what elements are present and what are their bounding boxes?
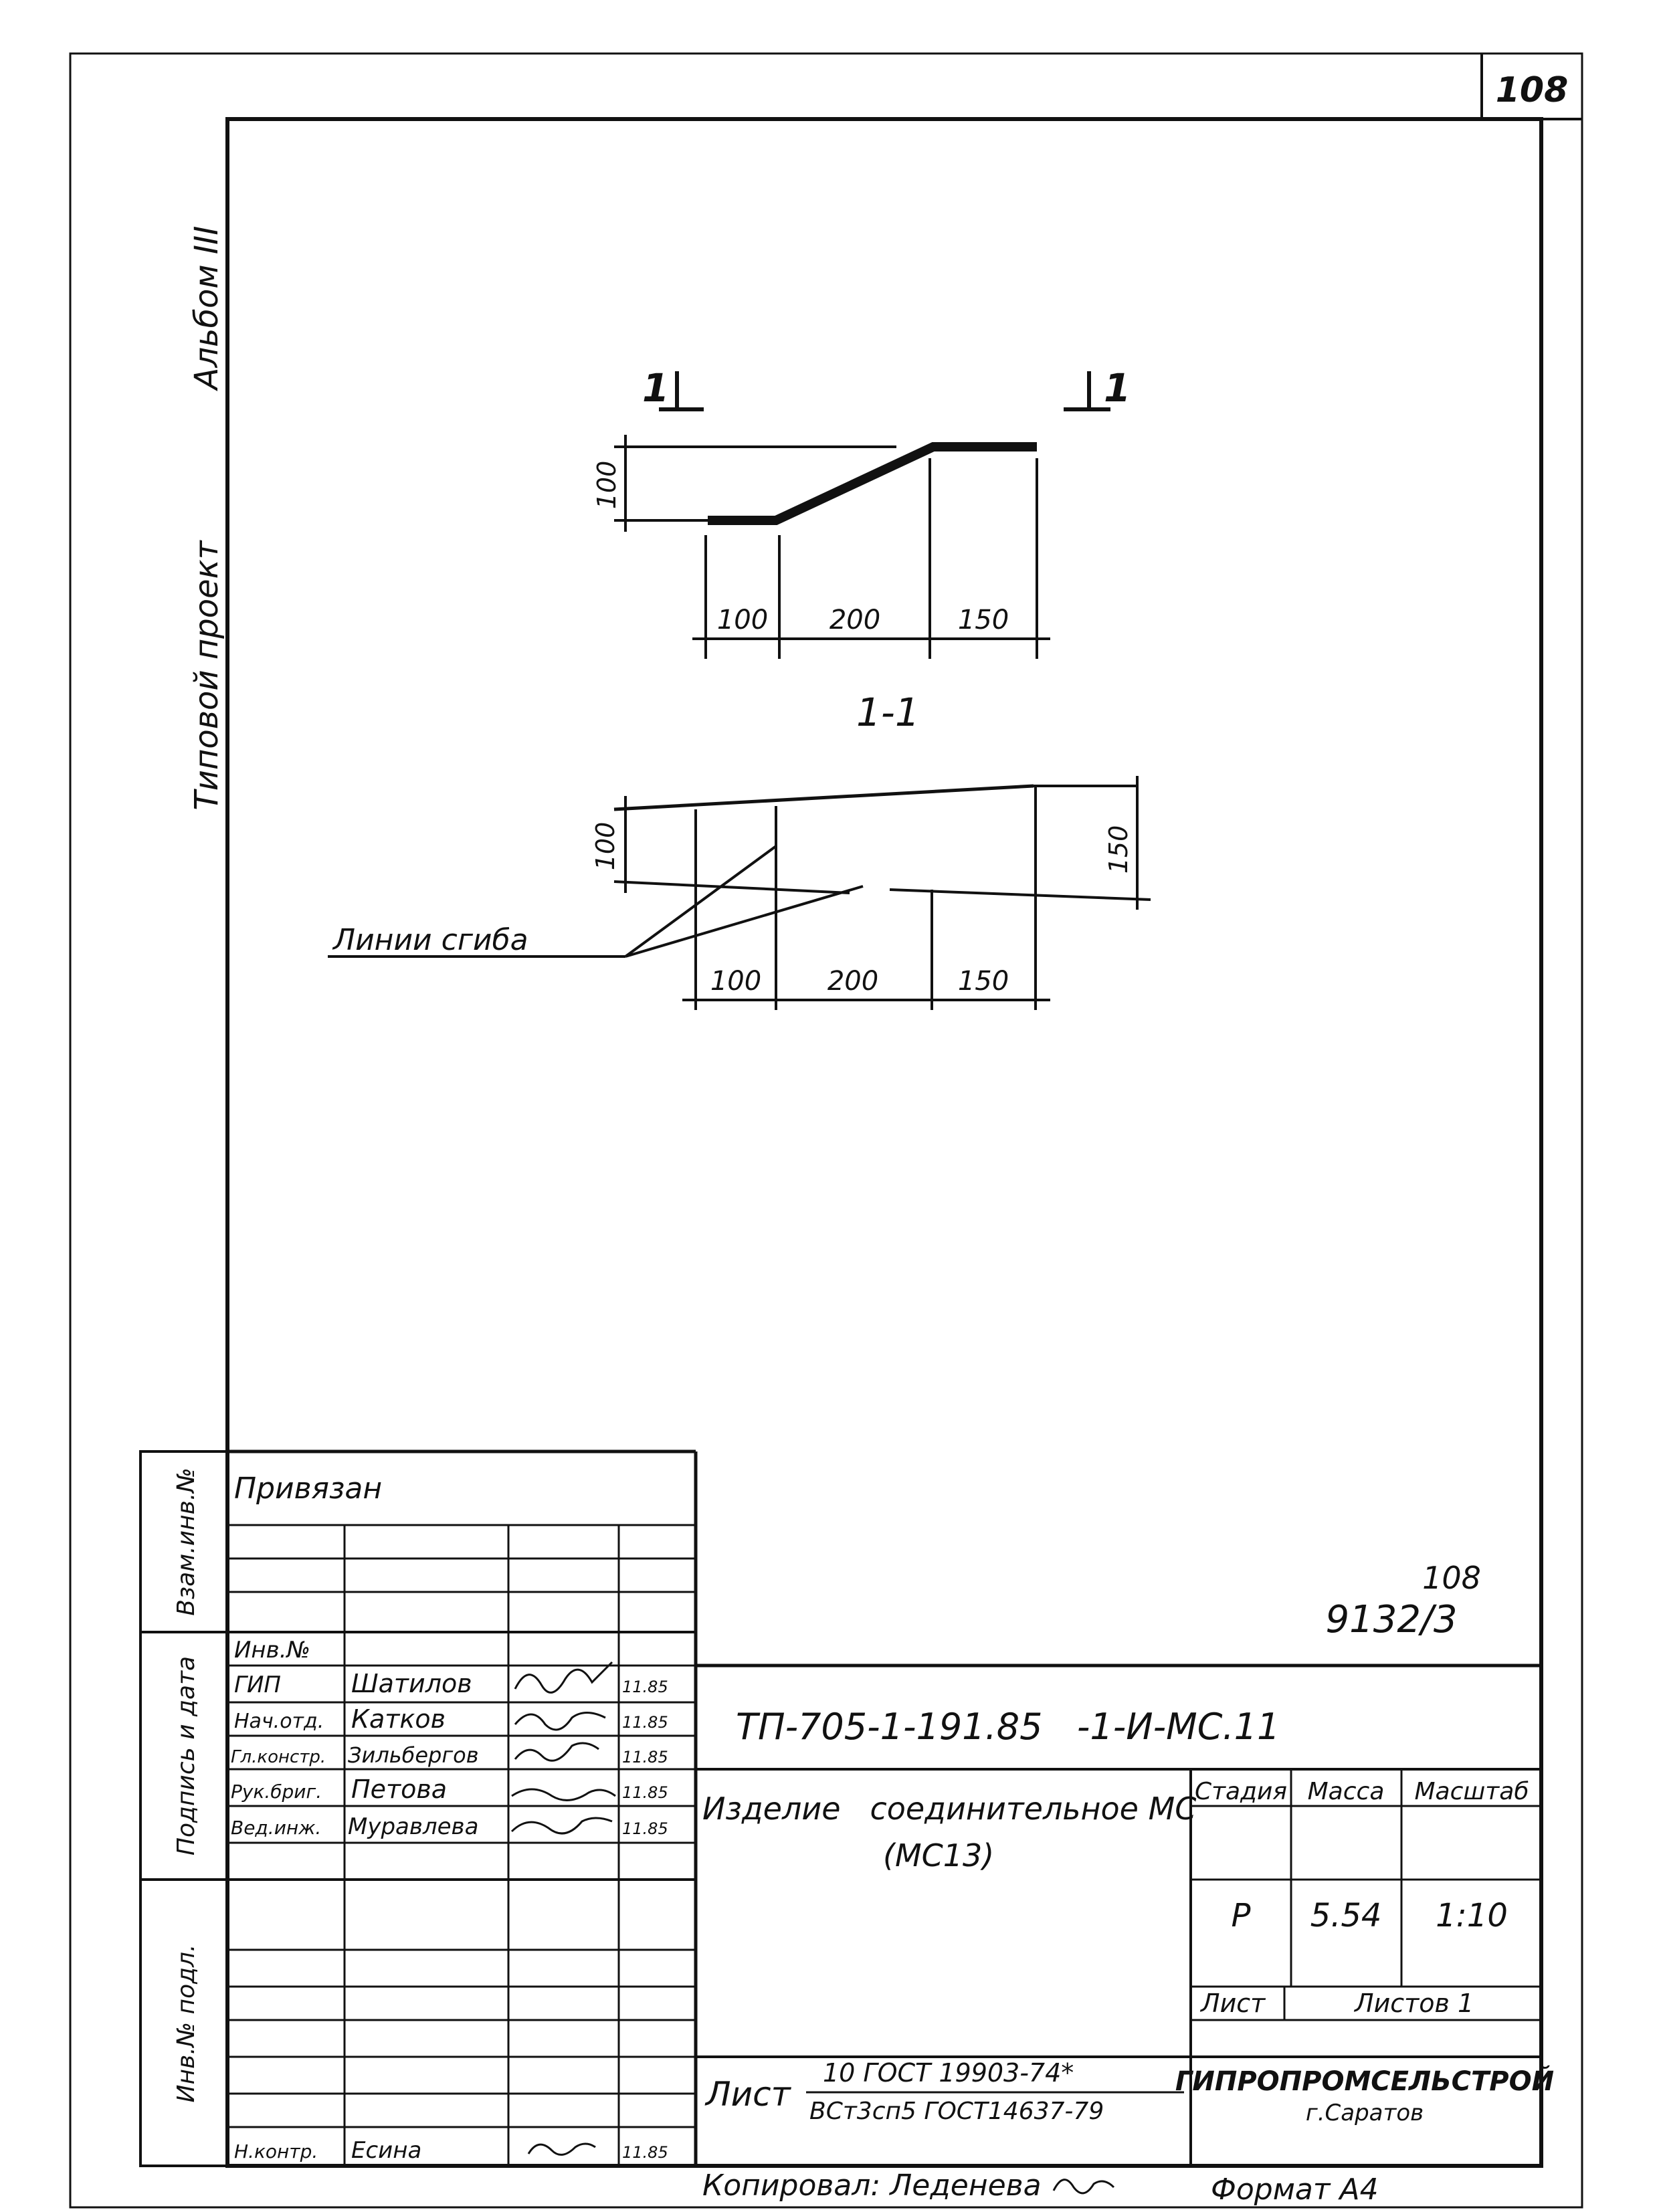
format-label: Формат А4 xyxy=(1211,2173,1379,2207)
section-view xyxy=(328,776,1151,1010)
nkontr-role: Н.контр. xyxy=(234,2140,318,2163)
date-3: 11.85 xyxy=(622,1783,668,1802)
signatures xyxy=(510,1661,616,2156)
name-0: Шатилов xyxy=(351,1669,472,1698)
drawing-code: ТП-705-1-191.85 -1-И-МС.11 xyxy=(736,1706,1280,1748)
name-2: Зильбергов xyxy=(348,1742,479,1768)
sheet-frame xyxy=(69,52,1583,2209)
organization: ГИПРОПРОМСЕЛЬСТРОЙ xyxy=(1175,2065,1554,2097)
side-label-inv: Инв.№ подл. xyxy=(173,1944,200,2103)
section-left-dim: 100 xyxy=(591,822,620,871)
copied-signature xyxy=(1052,2179,1115,2195)
date-2: 11.85 xyxy=(622,1748,668,1767)
top-dim-2: 200 xyxy=(830,605,880,635)
date-1: 11.85 xyxy=(622,1713,668,1732)
role-4: Вед.инж. xyxy=(231,1817,321,1839)
section-mark-left: 1 xyxy=(642,365,669,411)
stage-value: Р xyxy=(1232,1897,1251,1934)
sheet-label: Лист xyxy=(1199,1989,1266,2018)
section-right-dim: 150 xyxy=(1104,825,1133,874)
top-dim-1: 100 xyxy=(717,605,768,635)
name-4: Муравлева xyxy=(348,1813,478,1840)
title-block xyxy=(696,1664,1541,2166)
scale-header: Масштаб xyxy=(1414,1778,1529,1805)
inv-label: Инв.№ xyxy=(234,1637,310,1664)
stage-header: Стадия xyxy=(1195,1778,1287,1805)
section-dim-3: 150 xyxy=(958,966,1009,997)
product-name-2: (МС13) xyxy=(883,1837,994,1874)
section-mark-right: 1 xyxy=(1104,365,1131,411)
corner-number: 108 xyxy=(1496,70,1569,110)
copied-by: Копировал: Леденева xyxy=(702,2169,1042,2203)
approval-block xyxy=(139,1449,698,2167)
material-label: Лист xyxy=(704,2075,792,2114)
date-4: 11.85 xyxy=(622,1819,668,1838)
name-1: Катков xyxy=(351,1704,446,1734)
scale-value: 1:10 xyxy=(1436,1897,1508,1934)
product-name-1: Изделие соединительное МС xyxy=(702,1791,1196,1827)
sheet-ref-top: 108 xyxy=(1422,1560,1481,1596)
mass-value: 5.54 xyxy=(1310,1897,1382,1934)
outer-frame xyxy=(69,52,1583,2209)
nkontr-date: 11.85 xyxy=(622,2143,668,2162)
role-1: Нач.отд. xyxy=(234,1710,324,1733)
mass-header: Масса xyxy=(1308,1778,1385,1805)
inner-border xyxy=(225,117,1543,2168)
privyazan-label: Привязан xyxy=(234,1472,382,1506)
top-height-dim: 100 xyxy=(592,461,621,510)
project-label: Типовой проект xyxy=(188,539,225,810)
sheets-count: Листов 1 xyxy=(1353,1989,1474,2018)
date-0: 11.85 xyxy=(622,1678,668,1696)
sheet-ref-bottom: 9132/3 xyxy=(1325,1598,1457,1641)
material-top: 10 ГОСТ 19903-74* xyxy=(823,2058,1074,2088)
organization-city: г.Саратов xyxy=(1306,2100,1424,2126)
role-3: Рук.бриг. xyxy=(231,1781,322,1803)
top-dim-3: 150 xyxy=(958,605,1009,635)
section-dim-1: 100 xyxy=(710,966,761,997)
side-label-podpis: Подпись и дата xyxy=(173,1656,200,1855)
nkontr-name: Есина xyxy=(351,2137,421,2164)
name-3: Петова xyxy=(351,1775,447,1804)
plate-profile xyxy=(708,442,1037,525)
section-title: 1-1 xyxy=(856,690,920,735)
side-label-vzam: Взам.инв.№ xyxy=(173,1468,200,1616)
album-label: Альбом III xyxy=(188,226,225,392)
role-0: ГИП xyxy=(234,1672,281,1698)
bend-line-label: Линии сгиба xyxy=(332,923,528,957)
section-dim-2: 200 xyxy=(827,966,878,997)
role-2: Гл.констр. xyxy=(231,1747,326,1767)
top-view xyxy=(614,371,1110,659)
material-bottom: ВСт3сп5 ГОСТ14637-79 xyxy=(809,2098,1104,2125)
